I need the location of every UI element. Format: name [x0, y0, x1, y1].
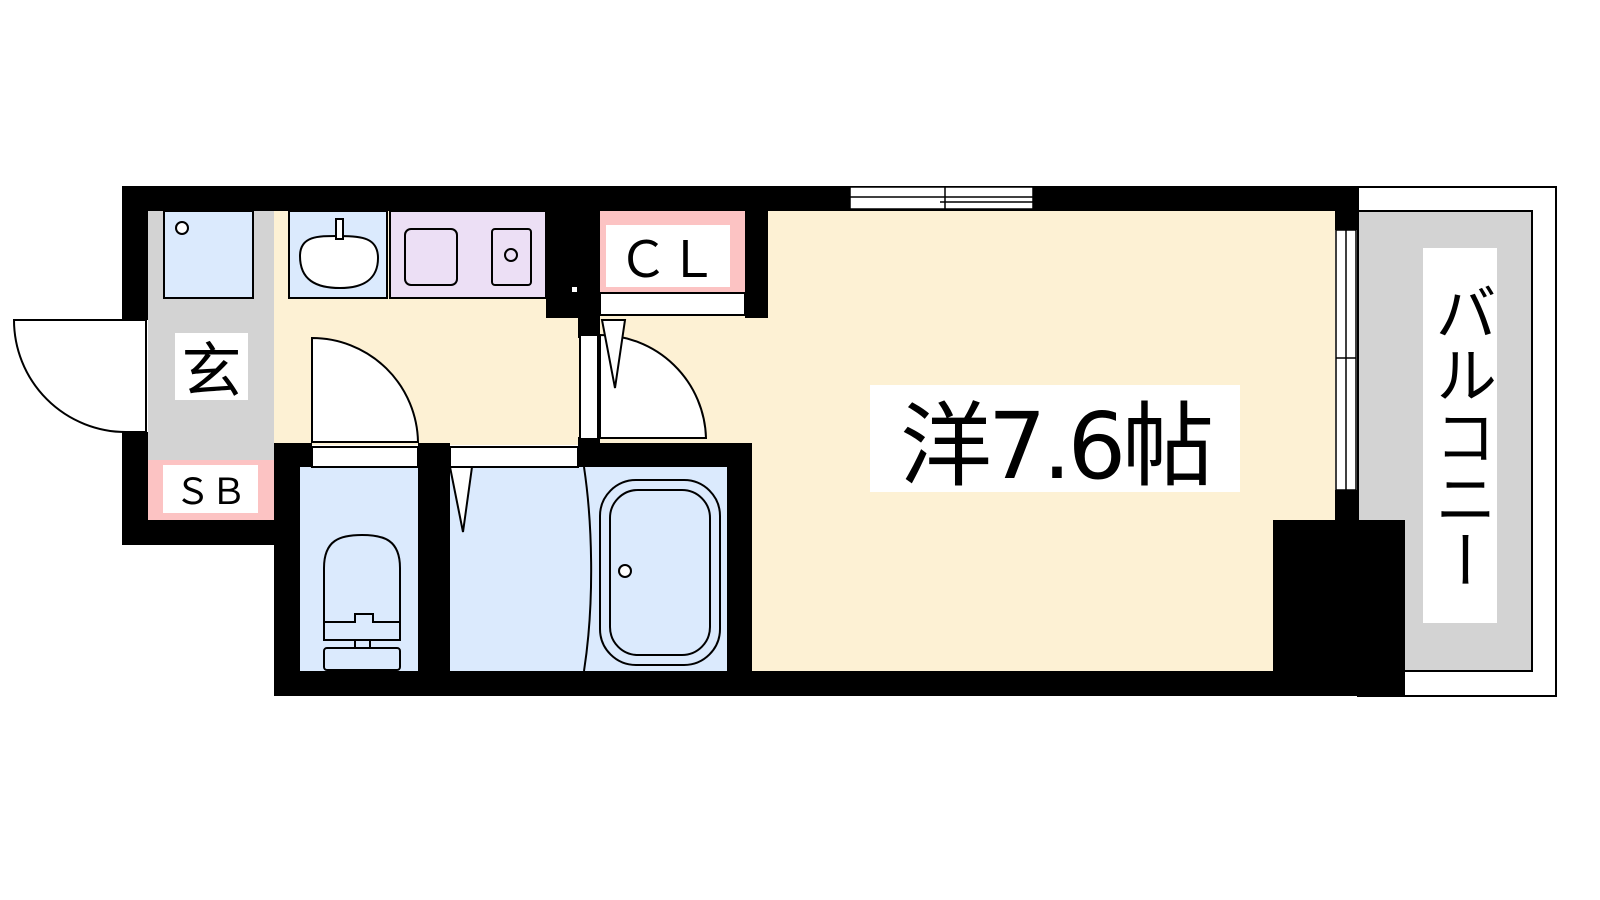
- toilet-door[interactable]: [311, 336, 420, 468]
- closet-label: ＣＬ: [606, 225, 730, 289]
- entry-door[interactable]: [12, 319, 147, 433]
- balcony-label: バルコニー: [1423, 248, 1497, 623]
- closet-door[interactable]: [599, 292, 746, 316]
- washroom-door[interactable]: [448, 446, 579, 533]
- toilet-room: [300, 467, 425, 671]
- sink: [288, 210, 388, 299]
- western-room-label: 洋7.6帖: [870, 385, 1240, 500]
- entrance-label: 玄: [175, 333, 248, 407]
- room-door[interactable]: [579, 319, 708, 440]
- bathtub: [583, 466, 721, 672]
- top-window: [849, 186, 1034, 210]
- walls: [122, 186, 1405, 696]
- balcony-window: [1335, 229, 1357, 491]
- shoe-cabinet: [163, 210, 254, 299]
- shoe-box-label: ＳＢ: [163, 465, 258, 513]
- stove: [389, 210, 547, 299]
- toilet: [323, 533, 401, 671]
